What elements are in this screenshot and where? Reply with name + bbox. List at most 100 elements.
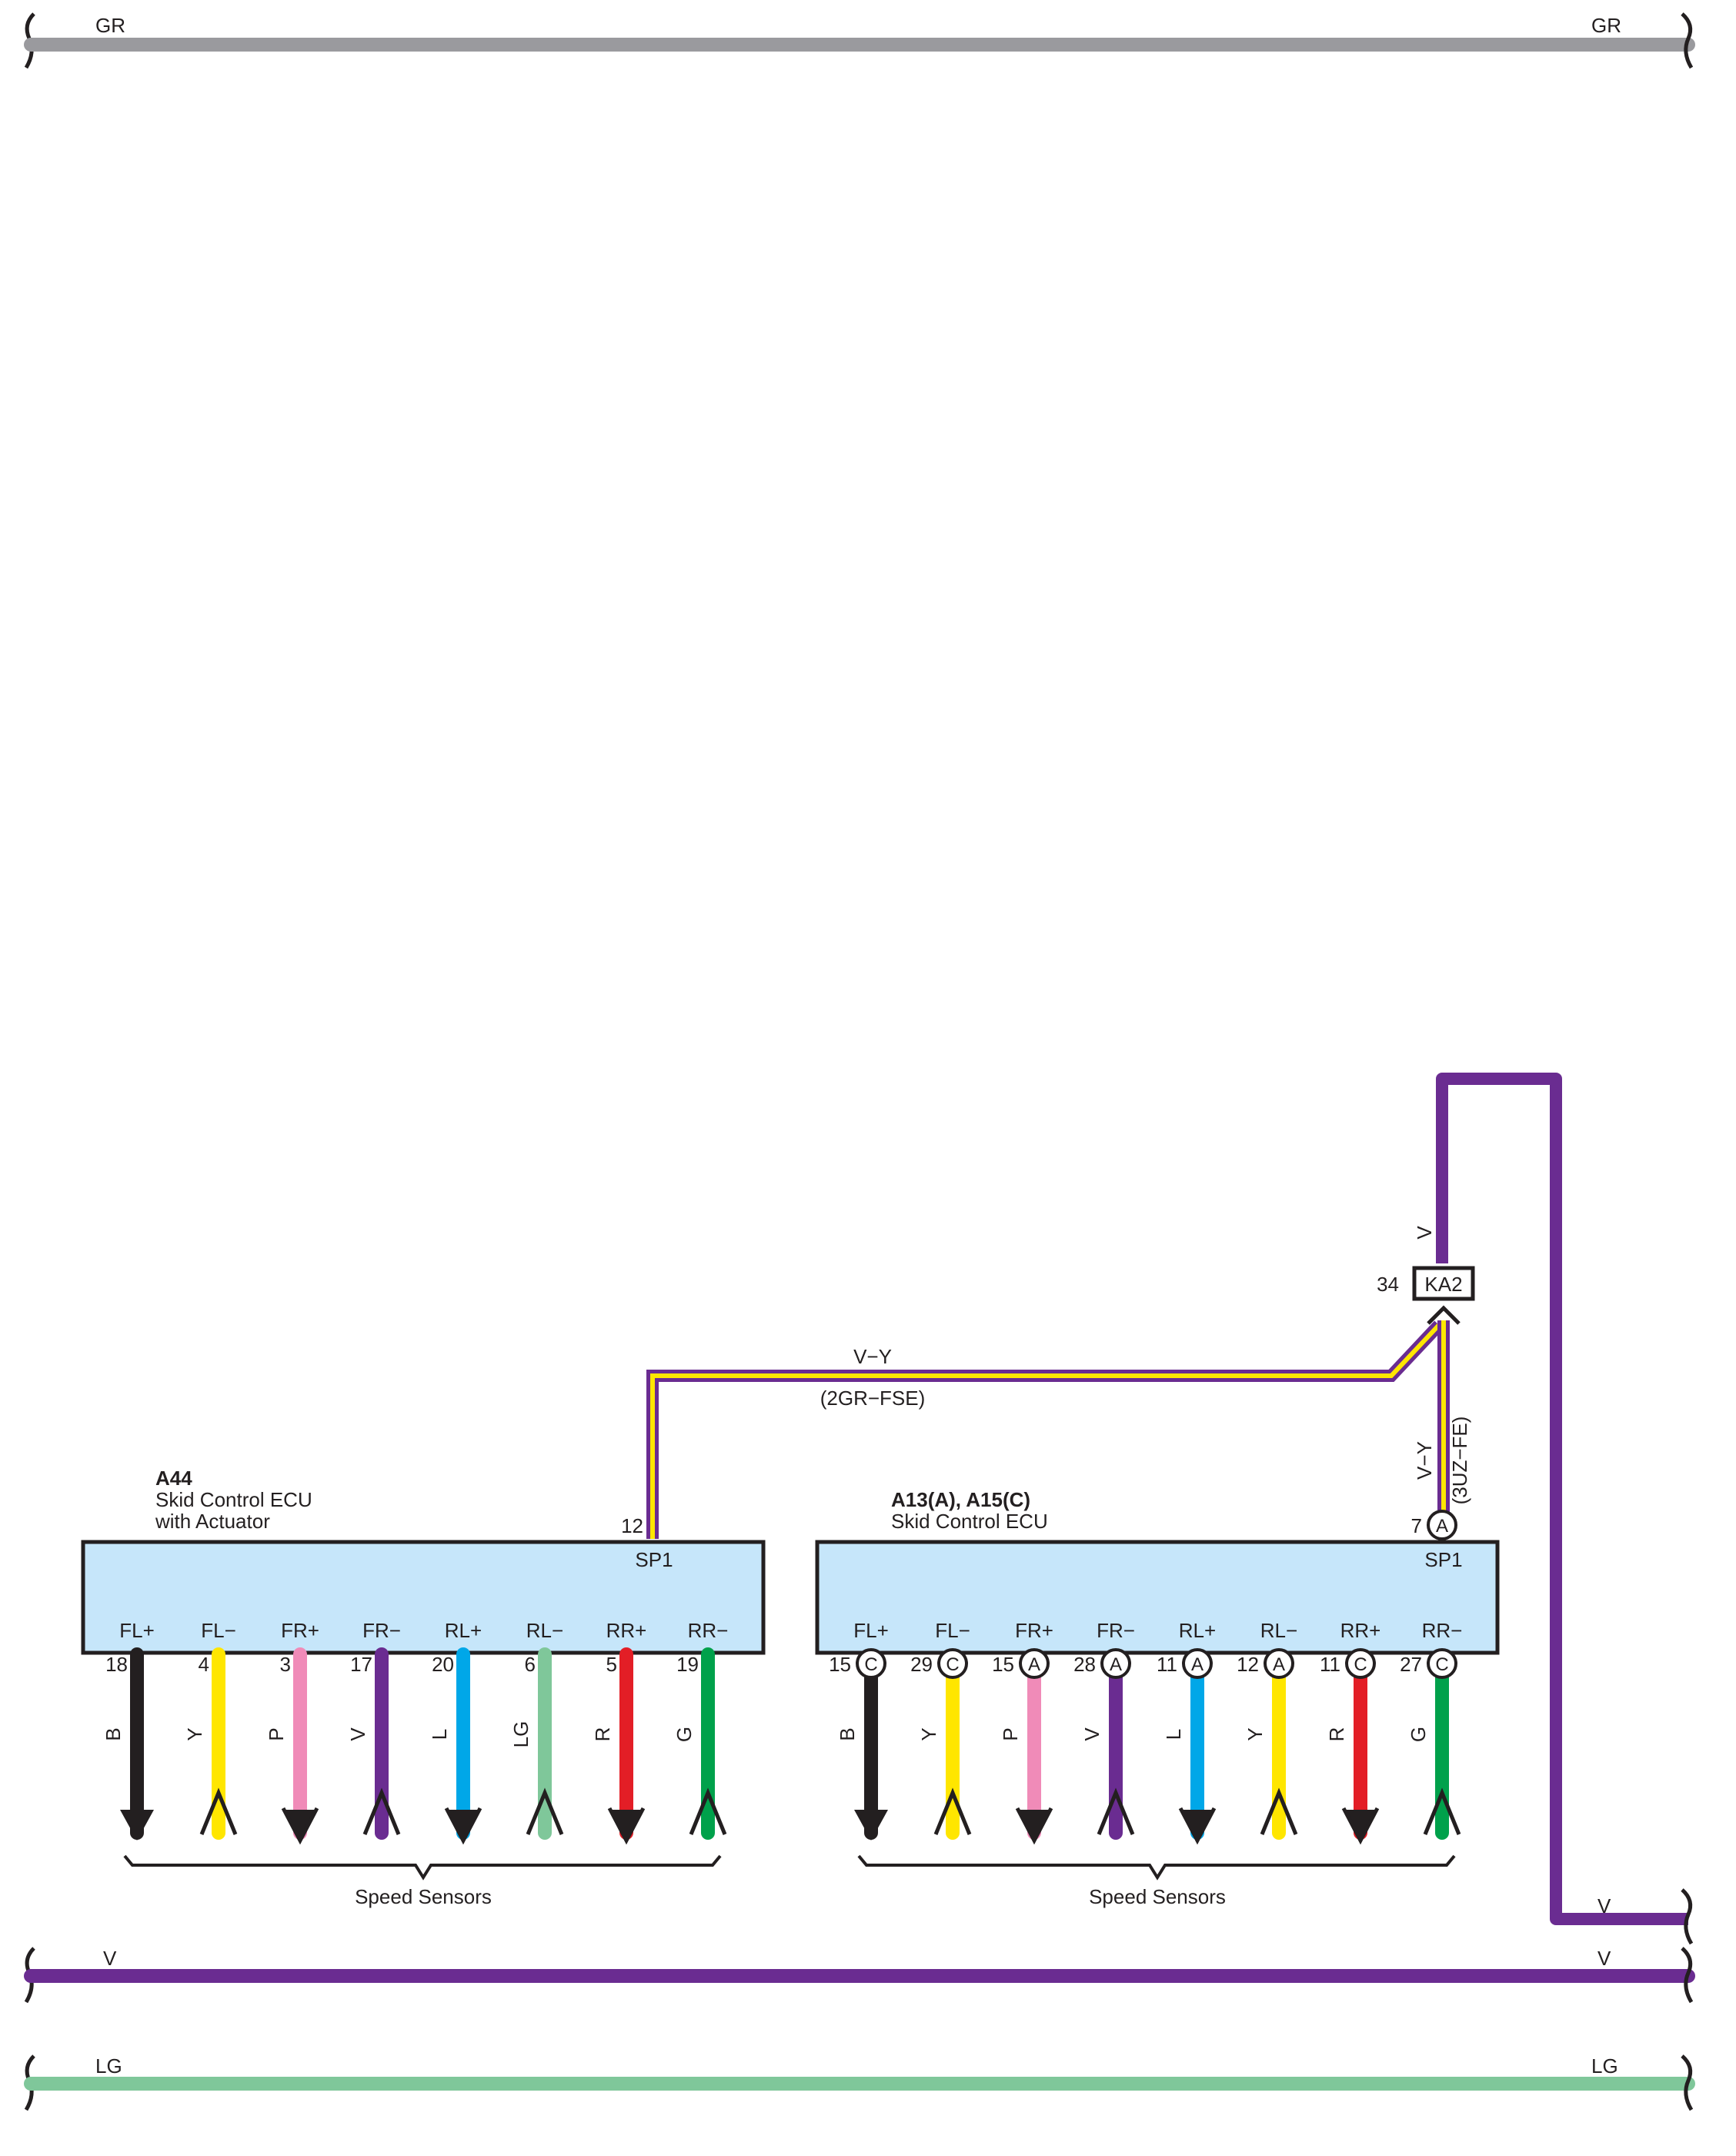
pin-connector-circle — [1427, 1648, 1457, 1679]
ecu-right-sp1-pin: 7 — [1411, 1514, 1422, 1537]
arrow-down-icon — [1180, 1810, 1214, 1841]
pin-number: 17 — [350, 1653, 372, 1676]
pin-wire-code: Y — [917, 1727, 940, 1740]
v-return-right-brace — [1681, 1888, 1694, 1945]
ka2-chevron-icon — [1427, 1305, 1461, 1325]
signal-wire-variant-2gr: (2GR−FSE) — [820, 1387, 926, 1410]
ecu-right-sp1-label: SP1 — [1424, 1548, 1462, 1571]
pin-number: 5 — [606, 1653, 617, 1676]
pin-column: FR−17V — [346, 1619, 401, 1840]
pin-column: RR+ 5R — [591, 1619, 647, 1845]
gr-bus-label-right: GR — [1591, 14, 1621, 37]
ka2-box — [1412, 1266, 1475, 1301]
ecu-left-name-line2: with Actuator — [155, 1510, 270, 1533]
pin-label: RL− — [526, 1619, 563, 1642]
lg-bus-line: LG LG — [24, 2054, 1695, 2111]
arrow-up-icon — [199, 1787, 238, 1835]
pin-number: 15 — [992, 1653, 1014, 1676]
lg-bus-right-brace — [1681, 2054, 1694, 2111]
pin-label: RR− — [688, 1619, 729, 1642]
pin-number: 29 — [910, 1653, 933, 1676]
pin-label: RR+ — [606, 1619, 647, 1642]
pin-connector-letter: A — [1273, 1654, 1285, 1675]
arrow-down-outline — [607, 1807, 646, 1845]
pin-number: 6 — [525, 1653, 536, 1676]
lg-bus-label-left: LG — [95, 2054, 122, 2078]
pin-number: 19 — [676, 1653, 699, 1676]
ecu-right-box — [815, 1540, 1500, 1655]
v-return-label: V — [1597, 1894, 1611, 1917]
pin-wire-code: G — [1407, 1727, 1430, 1742]
pin-column: FL−4Y — [183, 1619, 238, 1840]
ka2-label: KA2 — [1424, 1273, 1462, 1296]
pin-connector-circle — [1345, 1648, 1376, 1679]
pin-wire-code: B — [102, 1727, 125, 1740]
ka2-pin-number: 34 — [1377, 1273, 1399, 1296]
pin-column: FL+18B — [102, 1619, 155, 1841]
pin-number: 18 — [105, 1653, 128, 1676]
pin-label: FR+ — [281, 1619, 319, 1642]
pin-connector-circle — [1182, 1648, 1213, 1679]
ecu-right-group-label: Speed Sensors — [1089, 1885, 1226, 1908]
pin-label: RL− — [1260, 1619, 1297, 1642]
ecu-left-sp1-pin: 12 — [621, 1514, 643, 1537]
pin-connector-letter: C — [1435, 1654, 1448, 1675]
arrow-down-icon — [446, 1810, 480, 1841]
arrow-up-icon — [526, 1787, 564, 1835]
arrow-up-icon — [1260, 1787, 1298, 1835]
pin-wire-code: L — [1162, 1729, 1185, 1740]
pin-label: FL− — [201, 1619, 236, 1642]
pin-wire-code: P — [999, 1727, 1022, 1740]
pin-wire-code: R — [591, 1727, 614, 1742]
arrow-down-icon — [1344, 1810, 1377, 1841]
pin-label: FR+ — [1015, 1619, 1053, 1642]
ecu-left-group-brace — [123, 1854, 722, 1881]
pin-wire-code: Y — [1244, 1727, 1267, 1740]
arrow-down-outline — [281, 1807, 319, 1845]
pin-number: 28 — [1073, 1653, 1096, 1676]
ecu-left-name-line1: Skid Control ECU — [155, 1488, 312, 1511]
pin-wire-code: B — [836, 1727, 859, 1740]
arrow-down-icon — [283, 1810, 317, 1841]
pin-number: 20 — [432, 1653, 454, 1676]
pin-column: RR−19G — [673, 1619, 729, 1840]
pin-number: 11 — [1157, 1653, 1177, 1676]
ecu-left-pins: FL+18BFL−4YFR+3PFR−17VRL+20LRL−6LGRR+5RR… — [102, 1619, 729, 1845]
ecu-right-name-line1: Skid Control ECU — [891, 1510, 1048, 1533]
gr-bus-line: GR GR — [24, 12, 1695, 69]
ecu-right-pins: FL+C15BFL−C29YFR+A15PFR−A28VRL+A11LRL−A1… — [829, 1619, 1463, 1845]
arrow-up-icon — [689, 1787, 727, 1835]
pin-connector-letter: C — [946, 1654, 959, 1675]
pin-number: 11 — [1320, 1653, 1340, 1676]
v-bus-label-right: V — [1597, 1947, 1611, 1970]
pin-wire-code: V — [1080, 1727, 1103, 1741]
pin-column: RL− A 12Y — [1237, 1619, 1298, 1840]
pin-column: FL− C 29Y — [910, 1619, 972, 1840]
arrow-down-icon — [609, 1810, 643, 1841]
ecu-left-a44: A44 Skid Control ECU with Actuator 12 SP… — [81, 1467, 766, 1908]
signal-wire-variant-3uz: (3UZ−FE) — [1448, 1417, 1471, 1505]
pin-wire-code: R — [1325, 1727, 1348, 1742]
pin-column: FR+3P — [265, 1619, 319, 1845]
pin-column: RL− 6LG — [509, 1619, 564, 1840]
v-bus-right-brace — [1681, 1947, 1694, 2004]
pin-number: 12 — [1237, 1653, 1259, 1676]
pin-label: RR− — [1422, 1619, 1463, 1642]
pin-connector-letter: C — [1354, 1654, 1367, 1675]
ka2-wire-above-label: V — [1413, 1226, 1436, 1240]
arrow-up-icon — [1097, 1787, 1135, 1835]
ecu-right-sp1-connector: A — [1436, 1516, 1448, 1537]
pin-connector-letter: C — [864, 1654, 877, 1675]
arrow-up-icon — [362, 1787, 401, 1835]
pin-label: FL− — [935, 1619, 970, 1642]
pin-label: FL+ — [853, 1619, 889, 1642]
pin-connector-circle — [856, 1648, 886, 1679]
pin-number: 4 — [199, 1653, 209, 1676]
pin-label: FR− — [1097, 1619, 1135, 1642]
pin-wire-code: LG — [509, 1721, 532, 1748]
pin-connector-circle — [1100, 1648, 1131, 1679]
